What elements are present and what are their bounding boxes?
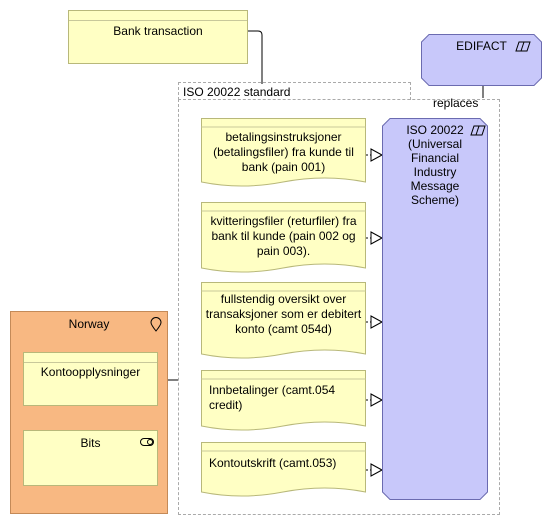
- message-node-1[interactable]: betalingsinstruksjoner (betalingsfiler) …: [201, 118, 366, 190]
- message-node-4[interactable]: Innbetalinger (camt.054 credit): [201, 370, 366, 434]
- iso-scheme-label: ISO 20022 (Universal Financial Industry …: [406, 123, 464, 207]
- kontoopplysninger-label: Kontoopplysninger: [40, 365, 141, 379]
- arrow-head-1: [370, 148, 384, 162]
- edifact-node[interactable]: EDIFACT: [421, 34, 542, 86]
- message-label-4: Innbetalinger (camt.054 credit): [209, 383, 336, 412]
- message-node-5[interactable]: Kontoutskrift (camt.053): [201, 442, 366, 500]
- kontoopplysninger-node[interactable]: Kontoopplysninger: [23, 352, 158, 406]
- bank-transaction-node[interactable]: Bank transaction: [68, 10, 248, 64]
- bank-transaction-connector: [248, 30, 263, 84]
- message-label-1: betalingsinstruksjoner (betalingsfiler) …: [213, 130, 354, 174]
- arrow-head-5: [370, 463, 384, 477]
- bits-node[interactable]: Bits: [23, 430, 158, 486]
- iso-scheme-node[interactable]: ISO 20022 (Universal Financial Industry …: [382, 118, 488, 500]
- iso-group-label: ISO 20022 standard: [183, 85, 291, 99]
- message-node-2[interactable]: kvitteringsfiler (returfiler) fra bank t…: [201, 202, 366, 276]
- edifact-interface-icon: [515, 41, 531, 52]
- bits-label: Bits: [80, 436, 101, 450]
- message-node-3[interactable]: fullstendig oversikt over transaksjoner …: [201, 282, 366, 362]
- norway-label: Norway: [68, 317, 110, 331]
- arrow-head-3: [370, 315, 384, 329]
- location-pin-icon: [150, 317, 162, 332]
- iso-group-tab: ISO 20022 standard: [178, 82, 411, 100]
- message-label-5: Kontoutskrift (camt.053): [209, 456, 337, 470]
- message-label-3: fullstendig oversikt over transaksjoner …: [205, 292, 362, 336]
- arrow-head-4: [370, 393, 384, 407]
- arrow-head-2: [370, 231, 384, 245]
- replaces-label: replaces: [433, 96, 479, 110]
- component-toggle-icon: [140, 438, 154, 446]
- iso-group-container[interactable]: [178, 99, 500, 515]
- message-label-2: kvitteringsfiler (returfiler) fra bank t…: [210, 214, 357, 258]
- bank-transaction-label: Bank transaction: [113, 24, 203, 38]
- edifact-label: EDIFACT: [456, 39, 507, 53]
- iso-interface-icon: [470, 125, 486, 136]
